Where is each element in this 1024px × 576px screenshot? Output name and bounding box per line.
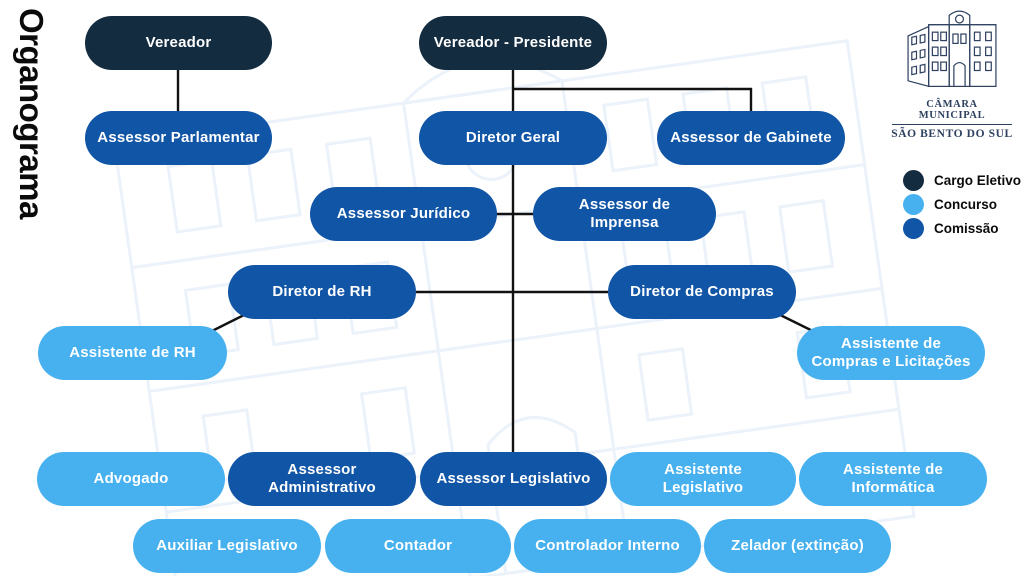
logo-line2: SÃO BENTO DO SUL	[891, 128, 1013, 140]
node-auxiliar-legislativo: Auxiliar Legislativo	[133, 519, 321, 573]
node-label: Assessor Legislativo	[436, 470, 591, 487]
legend-item-concurso: Concurso	[903, 192, 1021, 216]
legend-dot-mid	[903, 217, 924, 239]
node-label: Assessor Administrativo	[268, 461, 376, 496]
page-title: Organograma	[13, 8, 50, 219]
node-label: Zelador (extinção)	[731, 537, 864, 554]
node-label: Assistente Legislativo	[662, 461, 744, 496]
legend: Cargo Eletivo Concurso Comissão	[903, 168, 1021, 240]
building-icon	[907, 10, 997, 88]
node-assessor-parlamentar: Assessor Parlamentar	[85, 111, 272, 165]
municipal-chamber-logo: CÂMARA MUNICIPAL SÃO BENTO DO SUL	[888, 6, 1016, 140]
node-assessor-de-gabinete: Assessor de Gabinete	[657, 111, 845, 165]
node-label: Assistente de RH	[69, 344, 196, 361]
node-label: Assessor de Gabinete	[670, 129, 832, 146]
node-label: Vereador - Presidente	[433, 34, 593, 51]
node-label: Assistente de Informática	[842, 461, 944, 496]
node-label: Vereador	[145, 34, 212, 51]
node-label: Auxiliar Legislativo	[156, 537, 298, 554]
legend-label: Cargo Eletivo	[934, 172, 1022, 188]
logo-line1: CÂMARA MUNICIPAL	[892, 99, 1012, 125]
legend-dot-dark	[903, 169, 924, 191]
node-label: Advogado	[93, 470, 169, 487]
node-vereador-presidente: Vereador - Presidente	[419, 16, 607, 70]
node-assessor-administrativo: Assessor Administrativo	[228, 452, 416, 506]
legend-label: Concurso	[934, 196, 998, 212]
node-advogado: Advogado	[37, 452, 225, 506]
legend-label: Comissão	[934, 220, 999, 236]
node-label: Contador	[383, 537, 453, 554]
node-diretor-de-rh: Diretor de RH	[228, 265, 416, 319]
node-assessor-legislativo: Assessor Legislativo	[420, 452, 607, 506]
node-zelador-extincao: Zelador (extinção)	[704, 519, 891, 573]
node-label: Controlador Interno	[535, 537, 680, 554]
node-assessor-juridico: Assessor Jurídico	[310, 187, 497, 241]
node-diretor-de-compras: Diretor de Compras	[608, 265, 796, 319]
legend-item-cargo-eletivo: Cargo Eletivo	[903, 168, 1021, 192]
node-label: Assessor Jurídico	[336, 205, 471, 222]
node-label: Diretor Geral	[465, 129, 561, 146]
legend-dot-light	[903, 193, 924, 215]
node-assessor-de-imprensa: Assessor de Imprensa	[533, 187, 716, 241]
node-assistente-de-informatica: Assistente de Informática	[799, 452, 987, 506]
node-label: Diretor de Compras	[630, 283, 774, 300]
node-contador: Contador	[325, 519, 511, 573]
node-label: Assistente de Compras e Licitações	[811, 335, 971, 370]
node-assistente-de-rh: Assistente de RH	[38, 326, 227, 380]
node-vereador: Vereador	[85, 16, 272, 70]
node-assistente-legislativo: Assistente Legislativo	[610, 452, 796, 506]
node-label: Assessor Parlamentar	[97, 129, 260, 146]
legend-item-comissao: Comissão	[903, 216, 1021, 240]
node-assistente-de-compras-e-licitacoes: Assistente de Compras e Licitações	[797, 326, 985, 380]
node-diretor-geral: Diretor Geral	[419, 111, 607, 165]
node-label: Diretor de RH	[272, 283, 372, 300]
node-label: Assessor de Imprensa	[578, 196, 671, 231]
node-controlador-interno: Controlador Interno	[514, 519, 701, 573]
